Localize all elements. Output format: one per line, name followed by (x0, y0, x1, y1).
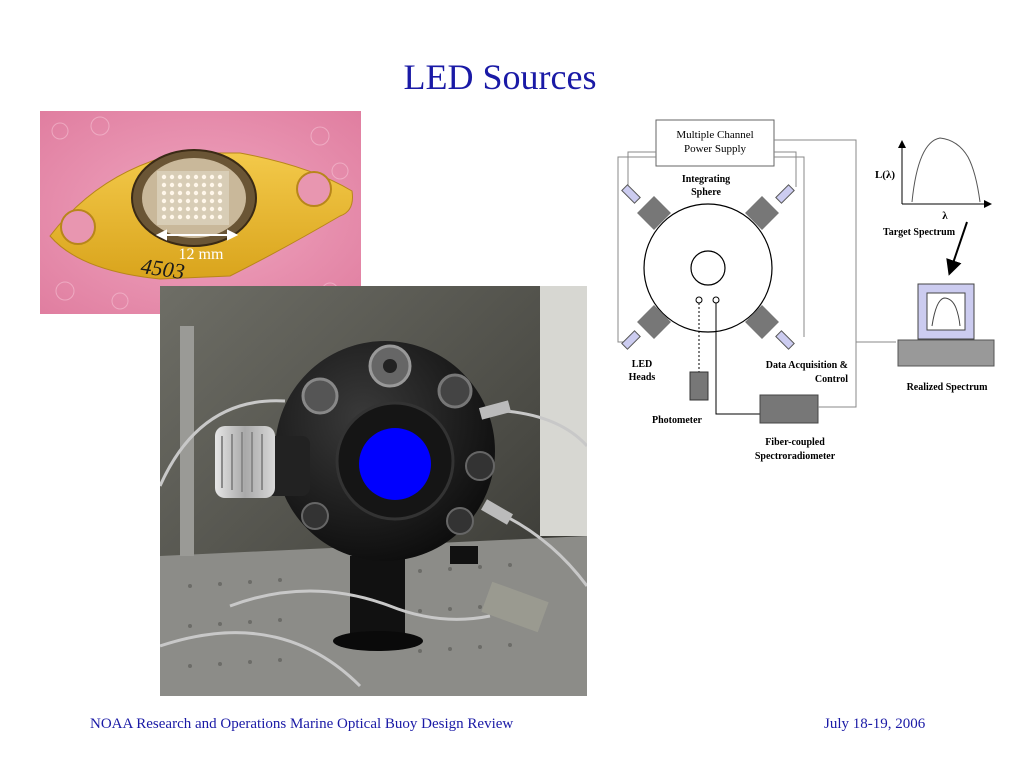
realized-spectrum-label: Realized Spectrum (907, 382, 988, 393)
spectroradiometer-box (759, 394, 819, 424)
x-axis-label: λ (942, 210, 948, 222)
spectroradiometer-label-2: Spectroradiometer (755, 451, 836, 462)
footer-left: NOAA Research and Operations Marine Opti… (90, 716, 514, 732)
scale-label: 12 mm (179, 246, 224, 263)
photometer-label: Photometer (652, 415, 703, 426)
led-chip-photo: 12 mm 4503 (40, 111, 361, 314)
footer-date: July 18-19, 2006 (824, 716, 926, 732)
power-supply-box (655, 119, 775, 167)
led-head (745, 184, 795, 230)
power-supply-label-1: Multiple Channel (676, 129, 753, 141)
photometer-box (689, 371, 709, 401)
handwritten-label: 4503 (139, 253, 186, 284)
power-supply-label-2: Power Supply (684, 143, 747, 155)
data-acq-label-1: Data Acquisition & (766, 360, 848, 371)
spectroradiometer-label-1: Fiber-coupled (765, 437, 825, 448)
slide-title: LED Sources (403, 57, 597, 97)
computer-monitor (897, 283, 995, 367)
target-spectrum-plot (898, 137, 992, 208)
sphere-label-2: Sphere (691, 187, 721, 198)
led-heads-label-1: LED (632, 359, 653, 370)
target-spectrum-label: Target Spectrum (883, 227, 956, 238)
sphere-port (690, 250, 726, 286)
integrating-sphere-photo (160, 286, 587, 696)
data-acq-label-2: Control (815, 374, 848, 385)
y-axis-label: L(λ) (875, 169, 895, 181)
led-source-schematic: Multiple Channel Power Supply Integratin… (600, 112, 1010, 472)
sphere-label-1: Integrating (682, 174, 730, 185)
led-heads-label-2: Heads (629, 372, 656, 383)
